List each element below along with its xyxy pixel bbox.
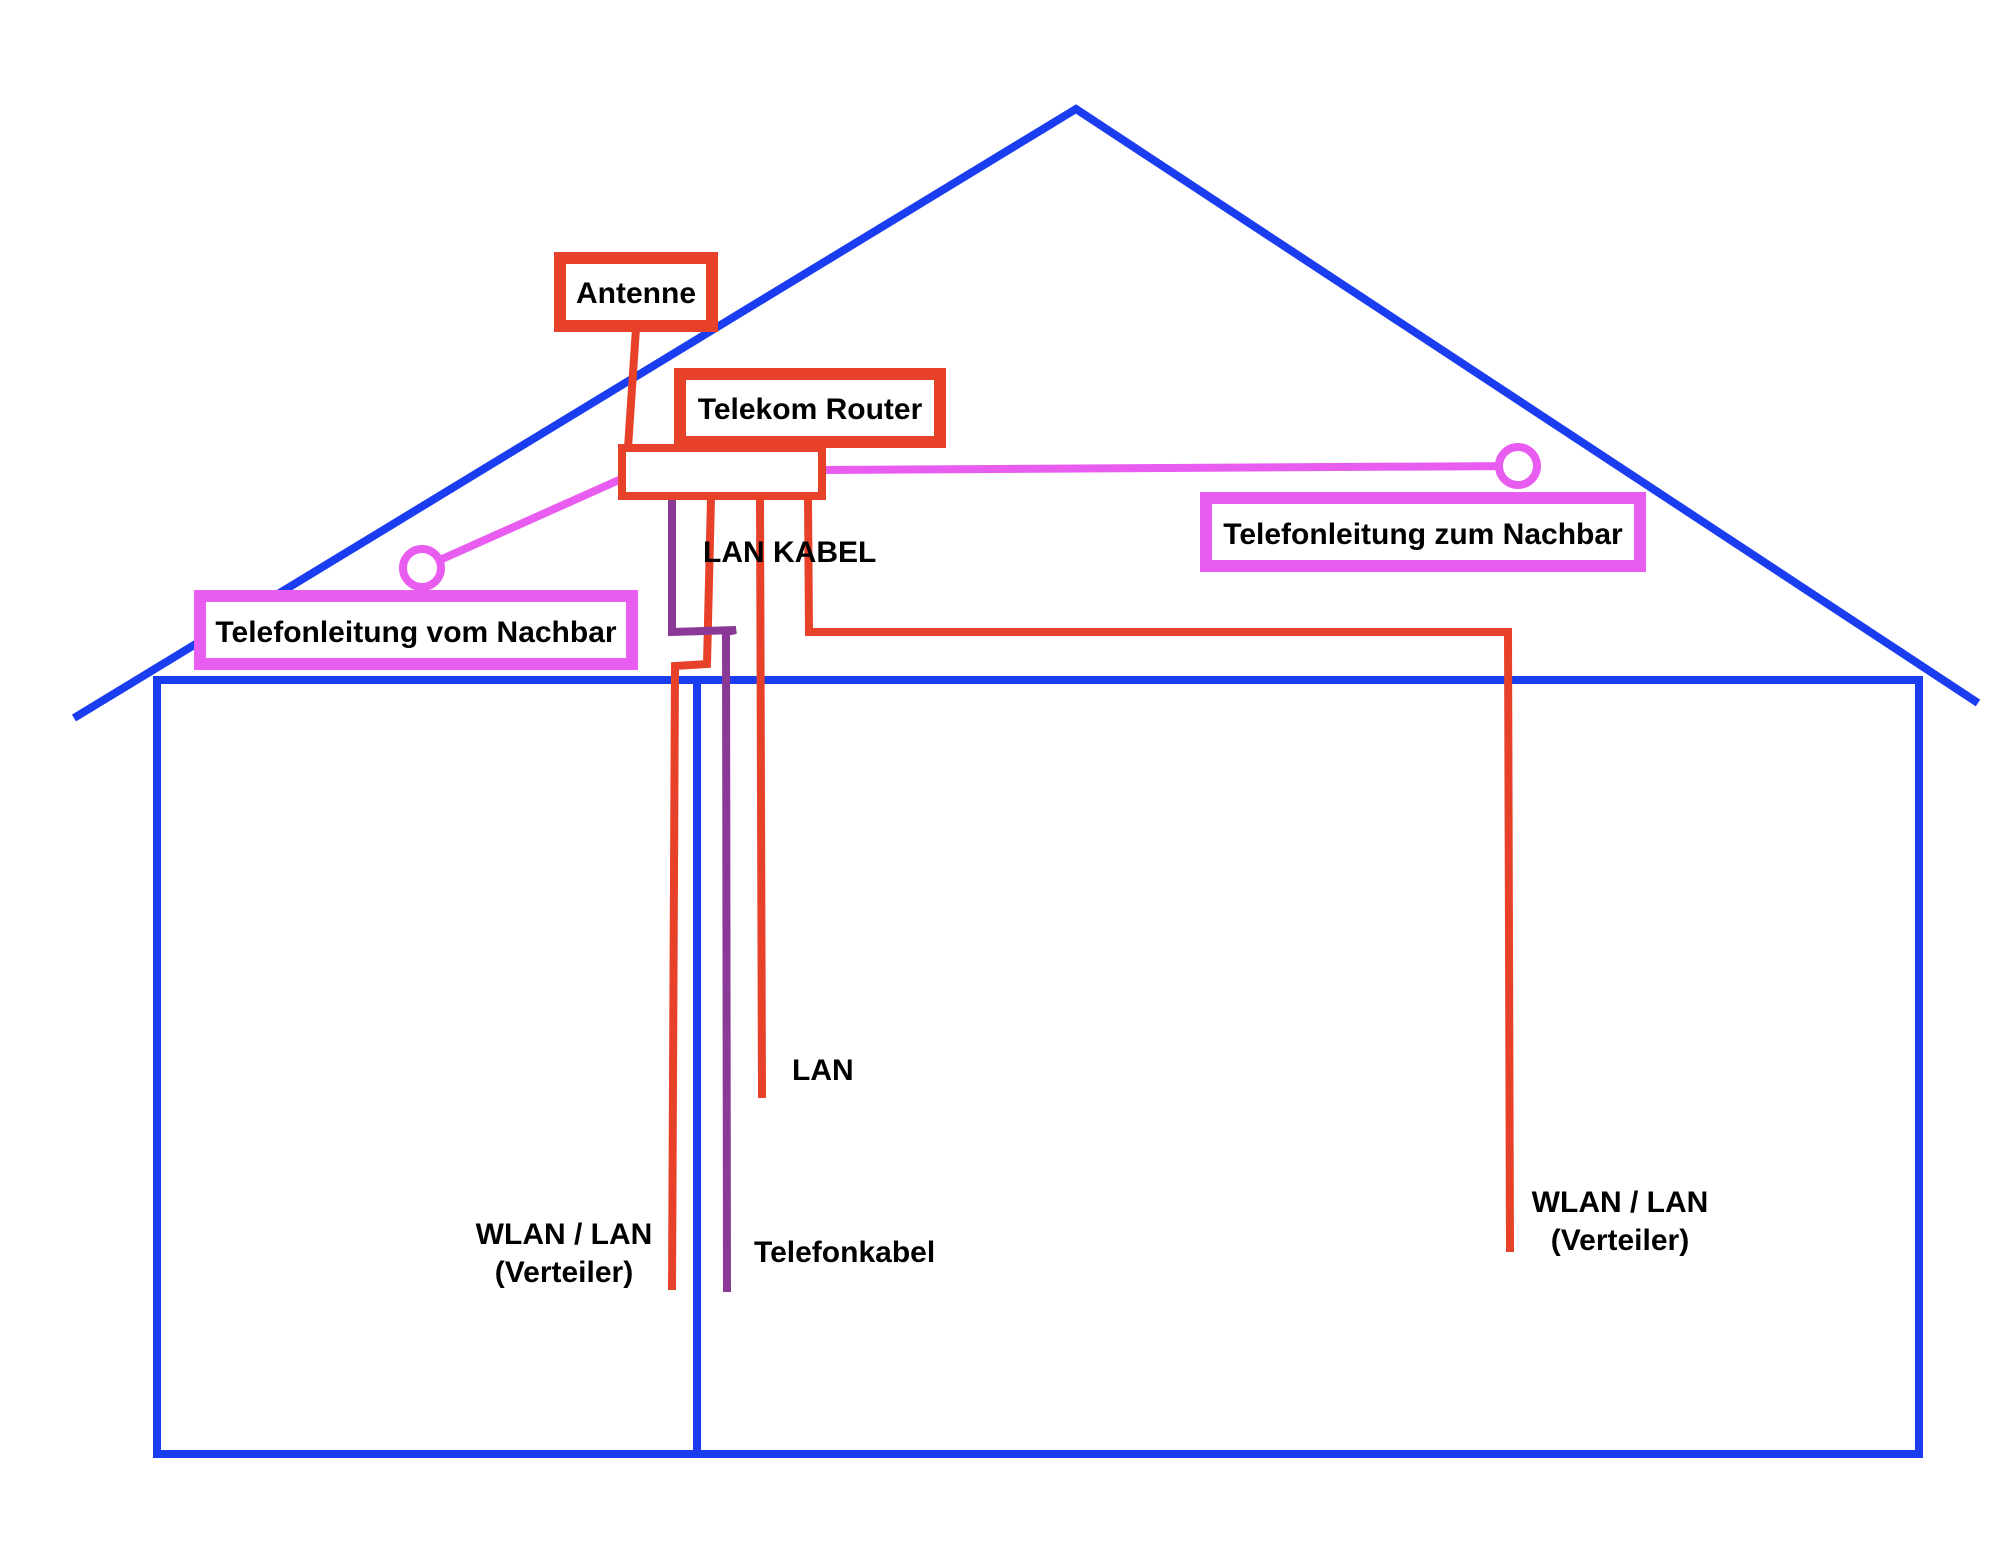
tel-zum-label-box: Telefonleitung zum Nachbar xyxy=(1200,492,1646,572)
antenne-label-box: Antenne xyxy=(554,252,718,332)
antenne-label: Antenne xyxy=(576,277,696,310)
antenna-cable xyxy=(624,327,640,449)
tel-vom-label-box: Telefonleitung vom Nachbar xyxy=(194,590,638,670)
wlan-left-label-line2: (Verteiler) xyxy=(495,1256,633,1289)
telefonkabel-label: Telefonkabel xyxy=(754,1236,935,1269)
wlan-right-label-line1: WLAN / LAN xyxy=(1532,1186,1709,1219)
lan-label: LAN xyxy=(792,1054,854,1087)
wlan-left-label-line1: WLAN / LAN xyxy=(476,1218,653,1251)
router-box xyxy=(618,444,826,500)
tel-zum-label: Telefonleitung zum Nachbar xyxy=(1223,518,1623,551)
house-outline xyxy=(71,104,1981,1458)
lan-cable-middle xyxy=(756,497,766,1099)
lan-cable-left-room xyxy=(668,497,715,1291)
tel-vom-label: Telefonleitung vom Nachbar xyxy=(215,616,616,649)
house-body xyxy=(153,676,1923,1458)
lan-kabel-label: LAN KABEL xyxy=(703,536,876,569)
router-label-box: Telekom Router xyxy=(674,368,946,448)
roof xyxy=(71,104,1981,722)
phone-line-from-neighbour xyxy=(420,472,630,572)
phone-cable xyxy=(668,498,737,1293)
router-label: Telekom Router xyxy=(698,393,923,426)
lan-cable-right-room xyxy=(804,497,1514,1253)
wlan-right-label-line2: (Verteiler) xyxy=(1551,1224,1689,1257)
phone-line-to-neighbour-connector xyxy=(1495,443,1541,489)
phone-line-from-neighbour-connector xyxy=(399,545,445,591)
phone-line-to-neighbour xyxy=(817,462,1519,474)
